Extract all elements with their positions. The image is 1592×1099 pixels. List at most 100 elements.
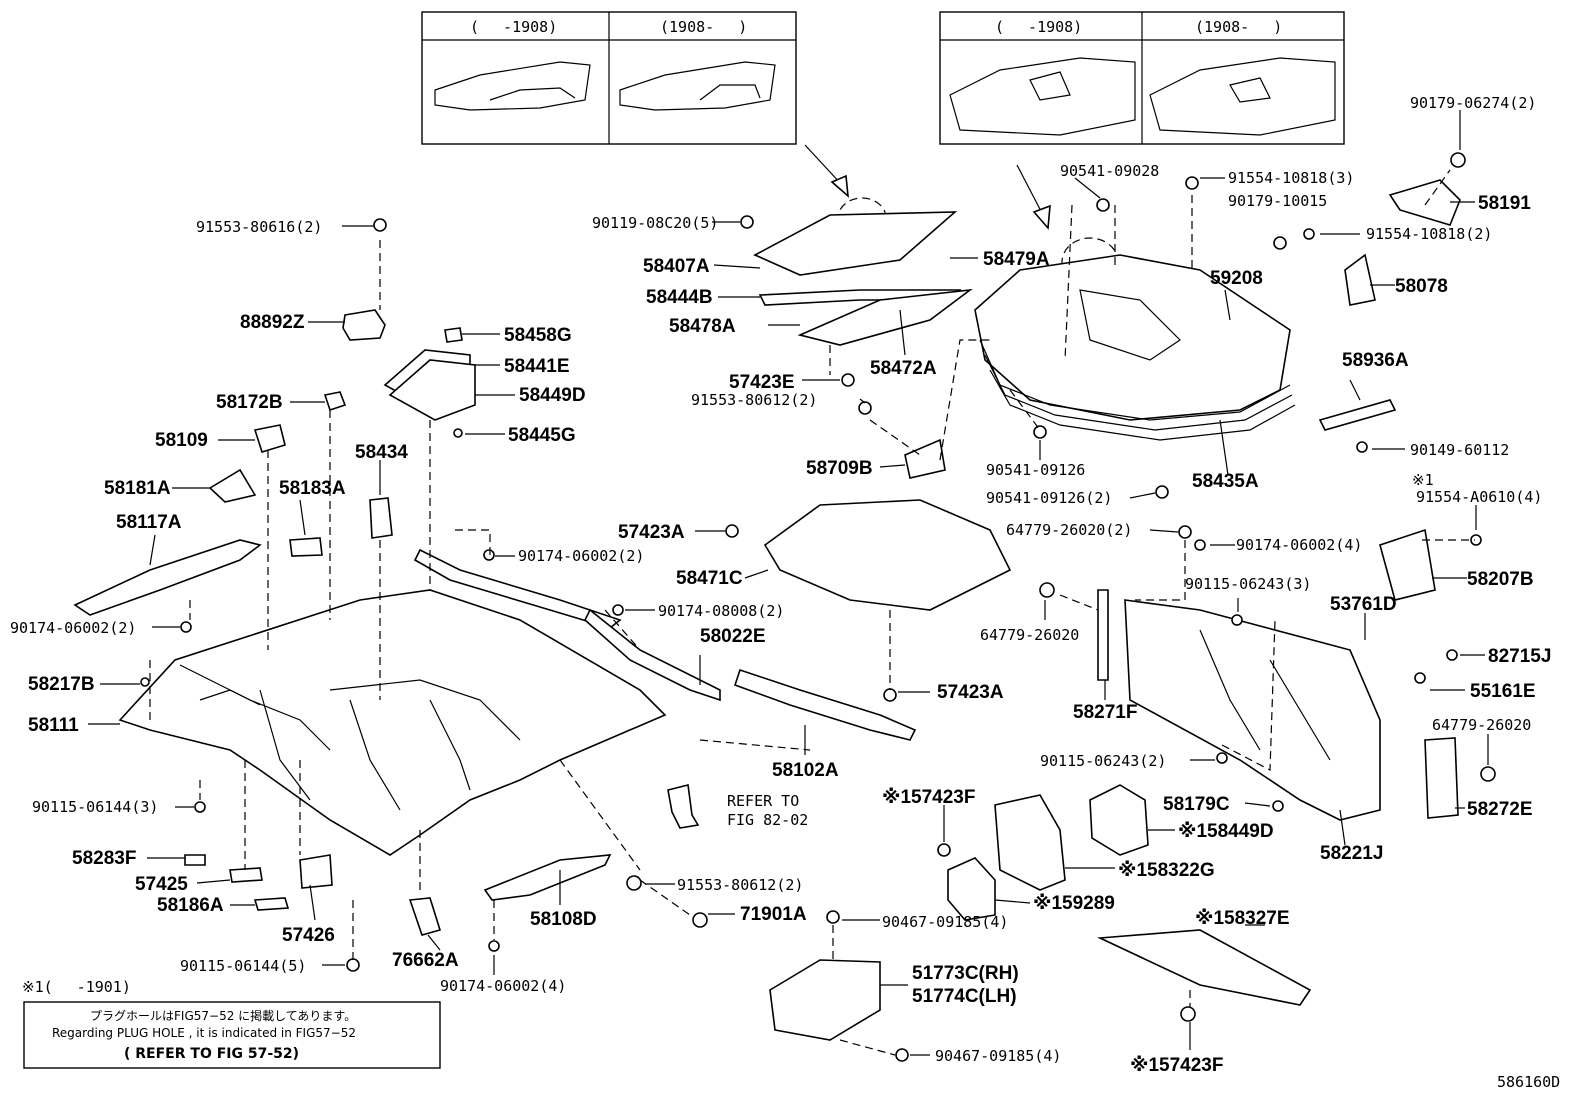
part-label: 58181A [104,478,171,499]
part-label: 58444B [646,287,713,308]
part-label: 58183A [279,478,346,499]
part-label: 58022E [700,626,766,647]
plug-hole-note: ※1( -1901) プラグホールはFIG57−52 に掲載してあります。 Re… [22,978,441,1069]
part-label: 90174-08008(2) [658,602,784,620]
part-label: 58471C [676,568,743,589]
part-label: ※157423F [1130,1055,1223,1076]
part-label: 58191 [1478,193,1531,214]
inset-box-left: ( -1908) (1908- ) [421,11,797,145]
right-rear-parts [1097,179,1461,821]
part-label: 64779-26020 [1432,716,1531,734]
part-label: 58109 [155,430,208,451]
part-label: 58449D [519,385,586,406]
part-label: 58078 [1395,276,1448,297]
part-label: 57426 [282,925,335,946]
fasteners [140,152,1496,1062]
inset-right-a-label: ( -1908) [995,18,1082,36]
part-label: 90115-06243(3) [1185,575,1311,593]
part-label: 91554-A0610(4) [1416,488,1542,506]
inset-right-b-label: (1908- ) [1195,18,1282,36]
part-label: 58271F [1073,702,1137,723]
part-label: 58102A [772,760,839,781]
part-label: 58111 [28,715,79,736]
part-label: 90174-06002(4) [440,977,566,995]
part-label: 90115-06144(3) [32,798,158,816]
note-line-en: Regarding PLUG HOLE , it is indicated in… [52,1026,356,1040]
rear-bottom-parts [769,784,1312,1041]
part-label: 90174-06002(4) [1236,536,1362,554]
part-label: 90179-06274(2) [1410,94,1536,112]
left-brackets [184,309,442,936]
part-label: 90115-06243(2) [1040,752,1166,770]
part-label: ※159289 [1033,893,1115,914]
part-label: 51773C(RH) [912,963,1019,984]
part-label: 90179-10015 [1228,192,1327,210]
part-label: 58472A [870,358,937,379]
note-marker: ※1( -1901) [22,978,131,996]
part-label: 55161E [1470,681,1536,702]
diagram-id: 586160D [1497,1073,1560,1091]
part-label: 58709B [806,458,873,479]
part-label: 90541-09126 [986,461,1085,479]
part-label: 64779-26020(2) [1006,521,1132,539]
part-label: 53761D [1330,594,1397,615]
part-label: 82715J [1488,646,1551,667]
part-label: 90174-06002(2) [10,619,136,637]
part-label: 90467-09185(4) [935,1047,1061,1065]
part-label: 58479A [983,249,1050,270]
leader-lines [88,110,1489,1056]
part-label: 58441E [504,356,570,377]
service-cover [383,327,476,421]
part-label: 58283F [72,848,136,869]
part-label: ※158327E [1195,908,1290,929]
refer-note: REFER TO FIG 82-02 [667,784,808,829]
part-label: 59208 [1210,268,1263,289]
part-label: 58108D [530,909,597,930]
part-label: 58186A [157,895,224,916]
part-label: ※158322G [1118,860,1215,881]
inset-left-b-label: (1908- ) [660,18,747,36]
part-label: 91554-10818(2) [1366,225,1492,243]
part-label: 90467-09185(4) [882,913,1008,931]
note-line-ref: ( REFER TO FIG 57-52) [124,1046,299,1062]
part-label: 90149-60112 [1410,441,1509,459]
part-label: 58221J [1320,843,1383,864]
part-label: 71901A [740,904,807,925]
part-label: 58117A [116,512,182,533]
refer-line-1: REFER TO [727,792,799,810]
part-label: 90119-08C20(5) [592,214,718,232]
part-label: 58434 [355,442,408,463]
part-label: 90115-06144(5) [180,957,306,975]
part-label: 58936A [1342,350,1409,371]
part-label: 58458G [504,325,572,346]
inset-left-a-label: ( -1908) [470,18,557,36]
part-label: 57425 [135,874,188,895]
part-label: 58445G [508,425,576,446]
part-label: 58435A [1192,471,1259,492]
part-labels: 90179-06274(2) 90541-09028 91554-10818(3… [10,94,1551,1076]
part-label: 91553-80612(2) [677,876,803,894]
refer-line-2: FIG 82-02 [727,811,808,829]
part-label: 90174-06002(2) [518,547,644,565]
part-label: 88892Z [240,312,305,333]
part-label: 57423E [729,372,795,393]
side-rails [73,539,917,901]
part-label: 91554-10818(3) [1228,169,1354,187]
part-label: 76662A [392,950,459,971]
part-label: ※1 [1412,471,1434,489]
part-label: 90541-09126(2) [986,489,1112,507]
part-label: 58179C [1163,794,1230,815]
part-label: 58478A [669,316,736,337]
part-label: ※157423F [882,787,975,808]
part-label: 58172B [216,392,283,413]
part-label: 58217B [28,674,95,695]
spare-tire-pan-59208 [974,254,1296,441]
note-line-jp: プラグホールはFIG57−52 に掲載してあります。 [90,1008,356,1023]
part-label: 57423A [937,682,1004,703]
rear-floor-center [753,211,1012,611]
part-label: 51774C(LH) [912,986,1017,1007]
part-label: 91553-80612(2) [691,391,817,409]
part-label: ※158449D [1178,821,1274,842]
